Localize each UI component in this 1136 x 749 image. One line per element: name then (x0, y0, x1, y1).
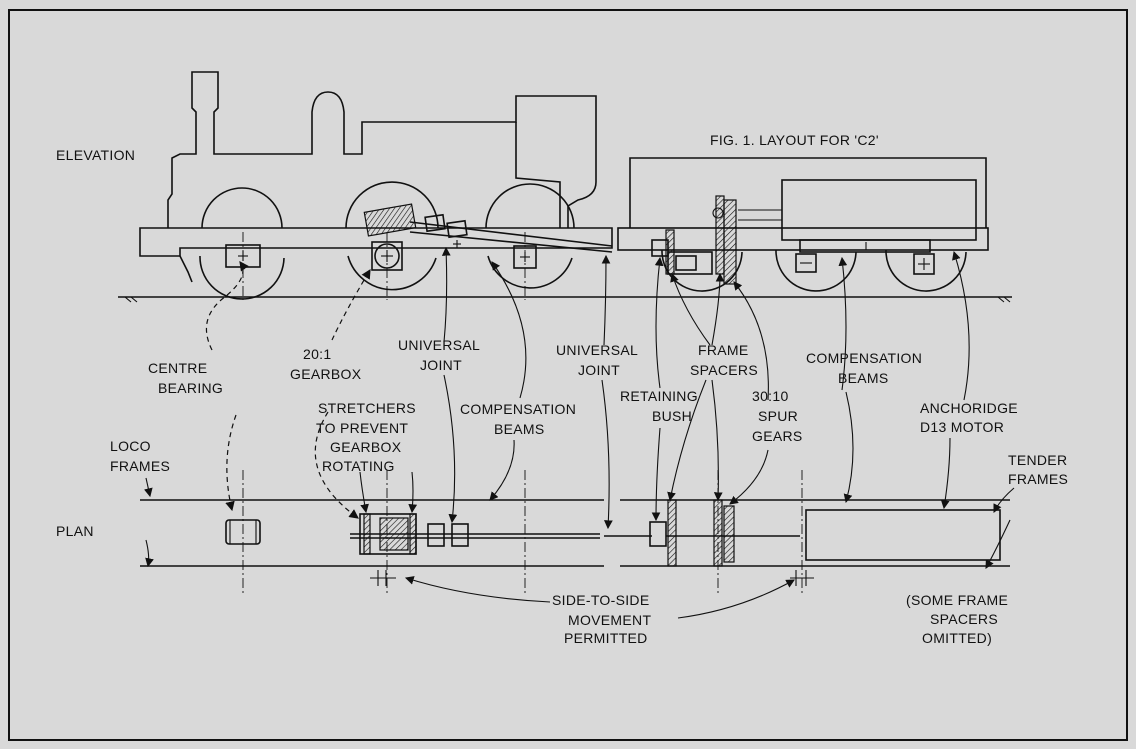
svg-text:COMPENSATION: COMPENSATION (460, 401, 576, 417)
svg-text:UNIVERSAL: UNIVERSAL (398, 337, 480, 353)
svg-text:MOVEMENT: MOVEMENT (568, 612, 651, 628)
svg-text:SIDE-TO-SIDE: SIDE-TO-SIDE (552, 592, 649, 608)
callout-tender-frames: TENDER FRAMES (1008, 452, 1068, 487)
svg-text:JOINT: JOINT (420, 357, 462, 373)
svg-text:ANCHORIDGE: ANCHORIDGE (920, 400, 1018, 416)
svg-text:GEARBOX: GEARBOX (330, 439, 402, 455)
svg-text:GEARBOX: GEARBOX (290, 366, 362, 382)
svg-text:BEAMS: BEAMS (838, 370, 889, 386)
svg-text:TENDER: TENDER (1008, 452, 1067, 468)
text-labels: FIG. 1. LAYOUT FOR 'C2' ELEVATION PLAN C… (56, 132, 1068, 646)
svg-text:BEAMS: BEAMS (494, 421, 545, 437)
svg-text:PERMITTED: PERMITTED (564, 630, 648, 646)
callout-gearbox: 20:1 GEARBOX (290, 346, 362, 382)
svg-text:COMPENSATION: COMPENSATION (806, 350, 922, 366)
callout-centre-bearing: CENTRE BEARING (148, 360, 223, 396)
callout-motor: ANCHORIDGE D13 MOTOR (920, 400, 1018, 435)
callout-universal-joint-tender: UNIVERSAL JOINT (556, 342, 638, 378)
elevation-view (118, 71, 1012, 303)
svg-text:BUSH: BUSH (652, 408, 692, 424)
svg-text:JOINT: JOINT (578, 362, 620, 378)
callout-universal-joint-loco: UNIVERSAL JOINT (398, 337, 480, 373)
svg-text:LOCO: LOCO (110, 438, 151, 454)
callout-spacers-omitted: (SOME FRAME SPACERS OMITTED) (906, 592, 1008, 646)
svg-text:FRAME: FRAME (698, 342, 749, 358)
callout-side-movement: SIDE-TO-SIDE MOVEMENT PERMITTED (552, 592, 651, 646)
svg-text:SPACERS: SPACERS (930, 611, 998, 627)
svg-text:BEARING: BEARING (158, 380, 223, 396)
rail-ground-hatch (124, 296, 1011, 303)
callout-frame-spacers: FRAME SPACERS (690, 342, 758, 378)
plan-label: PLAN (56, 523, 94, 539)
callout-loco-frames: LOCO FRAMES (110, 438, 170, 474)
svg-text:30:10: 30:10 (752, 388, 789, 404)
svg-text:SPUR: SPUR (758, 408, 798, 424)
leader-lines (144, 246, 1015, 619)
callout-retaining-bush: RETAINING BUSH (620, 388, 698, 424)
tender-outline (617, 157, 989, 292)
svg-text:CENTRE: CENTRE (148, 360, 207, 376)
svg-text:UNIVERSAL: UNIVERSAL (556, 342, 638, 358)
svg-text:STRETCHERS: STRETCHERS (318, 400, 416, 416)
svg-text:(SOME FRAME: (SOME FRAME (906, 592, 1008, 608)
callout-stretchers: STRETCHERS TO PREVENT GEARBOX ROTATING (316, 400, 416, 474)
svg-text:RETAINING: RETAINING (620, 388, 698, 404)
callout-spur-gears: 30:10 SPUR GEARS (752, 388, 803, 444)
svg-text:FRAMES: FRAMES (110, 458, 170, 474)
svg-text:D13 MOTOR: D13 MOTOR (920, 419, 1004, 435)
plan-view (140, 470, 1010, 596)
svg-text:FRAMES: FRAMES (1008, 471, 1068, 487)
svg-text:ROTATING: ROTATING (322, 458, 395, 474)
svg-text:TO PREVENT: TO PREVENT (316, 420, 408, 436)
svg-text:OMITTED): OMITTED) (922, 630, 992, 646)
svg-text:GEARS: GEARS (752, 428, 803, 444)
callout-compensation-beams-loco: COMPENSATION BEAMS (460, 401, 576, 437)
figure-border (8, 9, 1128, 741)
figure-title: FIG. 1. LAYOUT FOR 'C2' (710, 132, 879, 148)
loco-outline (139, 71, 613, 300)
svg-text:20:1: 20:1 (303, 346, 331, 362)
elevation-label: ELEVATION (56, 147, 135, 163)
callout-compensation-beams-tender: COMPENSATION BEAMS (806, 350, 922, 386)
svg-text:SPACERS: SPACERS (690, 362, 758, 378)
